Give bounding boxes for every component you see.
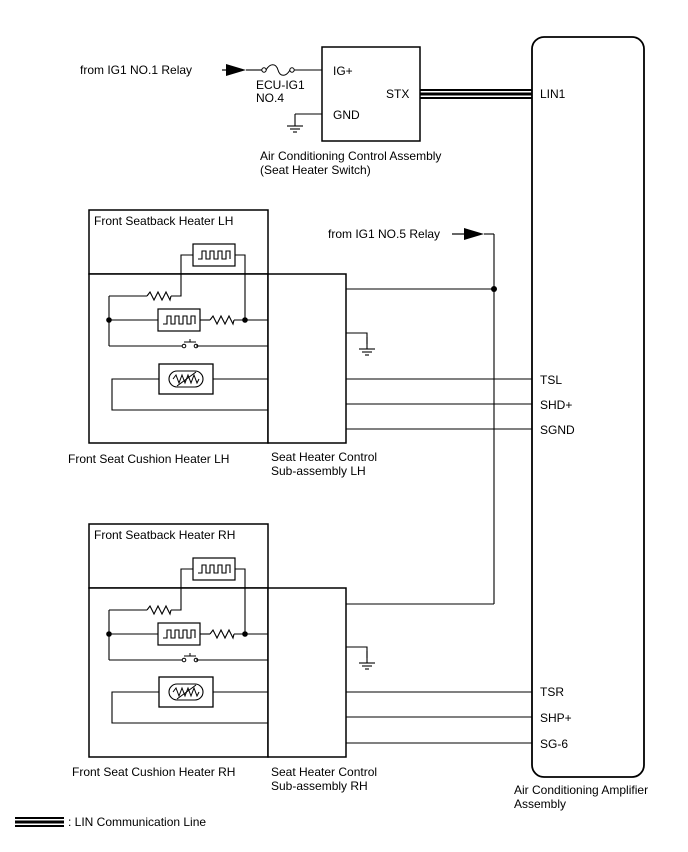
control-assembly-section: from IG1 NO.1 Relay ECU-IG1 NO.4 IG+ GND…	[80, 46, 532, 177]
amplifier-name-line1: Air Conditioning Amplifier	[514, 783, 648, 797]
fuse-icon	[261, 64, 295, 76]
junction-dot	[491, 286, 497, 292]
ground-icon	[358, 336, 376, 356]
ground-icon	[358, 650, 376, 670]
controller-lh-box	[267, 273, 347, 444]
shd-plus-terminal: SHD+	[540, 398, 572, 412]
seatback-heater-rh-label: Front Seatback Heater RH	[94, 528, 235, 542]
lin1-terminal: LIN1	[540, 87, 566, 101]
thermistor-icon	[158, 676, 214, 708]
amplifier-box	[531, 36, 645, 778]
seatback-heater-lh-box	[88, 209, 269, 275]
gnd-terminal: GND	[333, 108, 360, 122]
ig1-no5-feed: from IG1 NO.5 Relay	[328, 227, 497, 605]
legend: : LIN Communication Line	[15, 815, 206, 829]
cushion-heater-lh-label: Front Seat Cushion Heater LH	[68, 452, 229, 466]
cushion-lh-wiring	[106, 243, 268, 411]
cushion-heater-element-icon	[157, 308, 201, 332]
cushion-heater-rh-box	[88, 587, 269, 758]
sgnd-terminal: SGND	[540, 423, 575, 437]
seat-heater-rh-group: Front Seatback Heater RH	[72, 523, 532, 793]
sg6-terminal: SG-6	[540, 737, 568, 751]
seatback-heater-element-icon	[192, 243, 236, 267]
ig1-no1-arrow-icon	[226, 64, 246, 76]
controller-rh-label-line1: Seat Heater Control	[271, 765, 377, 779]
tsr-terminal: TSR	[540, 685, 564, 699]
lin-line-legend-icon	[15, 817, 64, 827]
lin-communication-line	[420, 89, 532, 99]
from-ig1-no1-relay-label: from IG1 NO.1 Relay	[80, 63, 192, 77]
fuse-name-line1: ECU-IG1	[256, 78, 305, 92]
seatback-heater-lh-label: Front Seatback Heater LH	[94, 214, 233, 228]
ground-icon	[286, 113, 304, 133]
ig-plus-terminal: IG+	[333, 64, 353, 78]
control-assembly-box	[321, 46, 421, 142]
tsl-terminal: TSL	[540, 373, 562, 387]
controller-lh-label-line1: Seat Heater Control	[271, 450, 377, 464]
seat-heater-lh-group: Front Seatback Heater LH	[68, 209, 532, 478]
ig1-no5-arrow-icon	[464, 228, 484, 240]
cushion-rh-wiring	[106, 557, 268, 724]
shp-plus-terminal: SHP+	[540, 711, 572, 725]
from-ig1-no5-relay-label: from IG1 NO.5 Relay	[328, 227, 440, 241]
cushion-heater-rh-label: Front Seat Cushion Heater RH	[72, 765, 235, 779]
controller-rh-label-line2: Sub-assembly RH	[271, 779, 368, 793]
seatback-heater-rh-box	[88, 523, 269, 589]
thermistor-icon	[158, 363, 214, 395]
stx-terminal: STX	[386, 87, 409, 101]
controller-rh-box	[267, 587, 347, 758]
control-assembly-name-line2: (Seat Heater Switch)	[260, 163, 371, 177]
control-assembly-name-line1: Air Conditioning Control Assembly	[260, 149, 441, 163]
amplifier-assembly: LIN1 TSL SHD+ SGND TSR SHP+ SG-6 Air Con…	[514, 36, 648, 811]
seatback-heater-element-icon	[192, 557, 236, 581]
cushion-heater-element-icon	[157, 622, 201, 646]
amplifier-name-line2: Assembly	[514, 797, 566, 811]
fuse-name-line2: NO.4	[256, 91, 284, 105]
controller-lh-label-line2: Sub-assembly LH	[271, 464, 366, 478]
cushion-heater-lh-box	[88, 273, 269, 444]
lin-line-legend-label: : LIN Communication Line	[68, 815, 206, 829]
